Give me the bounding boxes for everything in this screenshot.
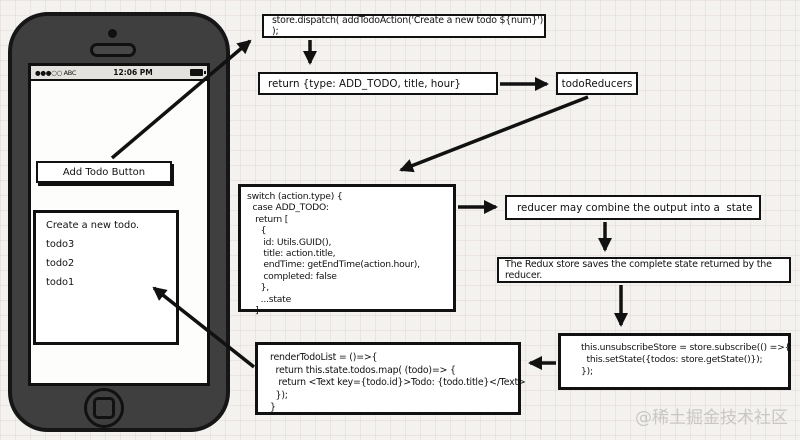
add-todo-button: Add Todo Button bbox=[36, 161, 172, 183]
phone-camera-icon bbox=[108, 29, 117, 38]
action-return-box: return {type: ADD_TODO, title, hour} bbox=[258, 72, 498, 95]
watermark-label: @稀土掘金技术社区 bbox=[635, 408, 788, 428]
phone-status-bar: ●●●○○ ABC 12:06 PM bbox=[31, 66, 207, 81]
reducer-switch-code-box: switch (action.type) { case ADD_TODO: re… bbox=[238, 184, 456, 316]
render-todo-list-code-box: renderTodoList = ()=>{ return this.state… bbox=[255, 342, 526, 415]
home-button-square-icon bbox=[93, 397, 115, 419]
battery-icon bbox=[189, 69, 206, 76]
render-todo-list-code: renderTodoList = ()=>{ return this.state… bbox=[270, 352, 526, 414]
combine-note-label: reducer may combine the output into a st… bbox=[517, 201, 753, 214]
carrier-signal-label: ●●●○○ ABC bbox=[35, 68, 77, 77]
add-todo-button-label: Add Todo Button bbox=[62, 166, 146, 178]
store-note-label: The Redux store saves the complete state… bbox=[505, 259, 772, 281]
arrow-reducers-to-switch bbox=[399, 95, 589, 173]
dispatch-code: store.dispatch( addTodoAction('Create a … bbox=[272, 15, 544, 37]
dispatch-code-box: store.dispatch( addTodoAction('Create a … bbox=[262, 14, 546, 38]
reducer-switch-code: switch (action.type) { case ADD_TODO: re… bbox=[247, 191, 420, 317]
phone-speaker-icon bbox=[90, 43, 136, 57]
combine-note-box: reducer may combine the output into a st… bbox=[505, 195, 761, 220]
todo-list-header: Create a new todo. bbox=[46, 220, 140, 231]
store-note-box: The Redux store saves the complete state… bbox=[497, 257, 791, 283]
action-return-code: return {type: ADD_TODO, title, hour} bbox=[268, 77, 461, 90]
subscribe-code: this.unsubscribeStore = store.subscribe(… bbox=[581, 342, 791, 377]
phone-home-button bbox=[84, 388, 124, 428]
todo-list-panel: Create a new todo. todo3 todo2 todo1 bbox=[33, 210, 179, 345]
todo-reducers-label: todoReducers bbox=[561, 77, 633, 90]
todo-item: todo3 bbox=[46, 239, 75, 250]
todo-item: todo2 bbox=[46, 258, 75, 269]
clock-label: 12:06 PM bbox=[113, 68, 153, 77]
subscribe-code-box: this.unsubscribeStore = store.subscribe(… bbox=[558, 333, 791, 390]
todo-reducers-box: todoReducers bbox=[556, 72, 638, 95]
todo-item: todo1 bbox=[46, 277, 75, 288]
